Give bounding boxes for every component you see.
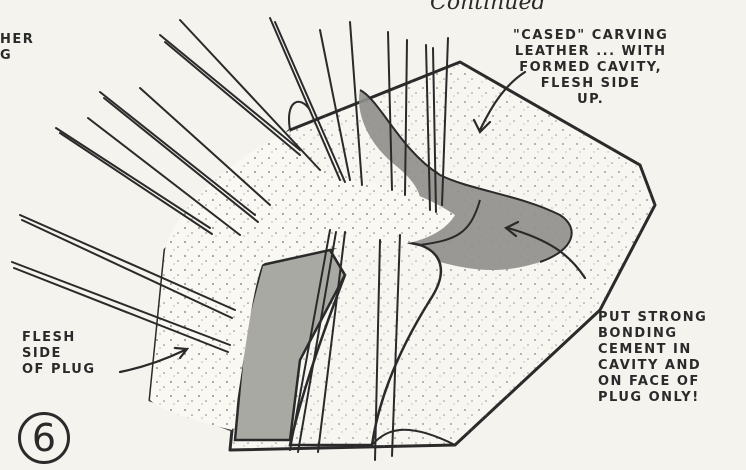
label-cement-instruction: PUT STRONG BONDING CEMENT IN CAVITY AND … xyxy=(598,310,707,406)
label-flesh-side-of-plug: FLESH SIDE OF PLUG xyxy=(22,330,96,378)
step-number-badge: 6 xyxy=(18,412,70,464)
label-line: PLUG ONLY! xyxy=(598,390,707,406)
label-line: "CASED" CARVING xyxy=(513,28,668,44)
label-line: FLESH xyxy=(22,330,96,346)
label-line: OF PLUG xyxy=(22,362,96,378)
label-line: PUT STRONG xyxy=(598,310,707,326)
label-line: ON FACE OF xyxy=(598,374,707,390)
label-line: LEATHER ... WITH xyxy=(513,44,668,60)
label-line: FLESH SIDE xyxy=(513,76,668,92)
label-line: CEMENT IN xyxy=(598,342,707,358)
label-line: UP. xyxy=(513,92,668,108)
label-cased-leather: "CASED" CARVING LEATHER ... WITH FORMED … xyxy=(513,28,668,108)
label-line: CAVITY AND xyxy=(598,358,707,374)
label-line: SIDE xyxy=(22,346,96,362)
label-line: BONDING xyxy=(598,326,707,342)
label-line: FORMED CAVITY, xyxy=(513,60,668,76)
